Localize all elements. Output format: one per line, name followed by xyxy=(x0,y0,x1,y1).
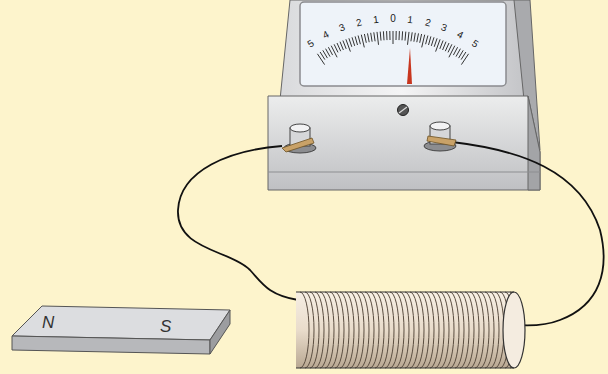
scale-number: 3 xyxy=(440,22,449,33)
wire-lug xyxy=(427,136,456,146)
scale-number: 5 xyxy=(470,38,480,49)
coil-edge xyxy=(296,292,514,293)
magnet-front xyxy=(12,336,210,354)
pole-label: S xyxy=(160,318,171,335)
adjust-screw xyxy=(398,105,409,116)
scale-number: 0 xyxy=(390,14,396,24)
base-edge xyxy=(268,172,540,173)
scale-number: 1 xyxy=(407,15,414,26)
meter-base-side xyxy=(528,96,540,190)
coil-end xyxy=(503,292,525,368)
magnet-outline xyxy=(10,304,232,358)
coil-turns xyxy=(300,292,519,368)
scale-number: 1 xyxy=(372,15,379,26)
wire xyxy=(178,146,298,300)
meter-needle xyxy=(407,48,412,84)
screw-slot xyxy=(399,107,407,113)
scale-number: 4 xyxy=(455,29,464,40)
terminal-cap xyxy=(290,124,310,132)
scale-number: 5 xyxy=(306,38,316,49)
scale-number: 2 xyxy=(355,18,363,29)
bar-magnet: NS xyxy=(10,304,232,358)
meter-body xyxy=(280,0,524,100)
scale-number: 4 xyxy=(321,29,330,40)
wire-lug xyxy=(282,138,314,152)
meter-base xyxy=(268,96,540,190)
scale-ticks xyxy=(317,31,468,65)
magnet-side xyxy=(210,310,230,354)
meter-face xyxy=(300,2,506,86)
pole-label: N xyxy=(42,314,54,331)
magnet-top xyxy=(12,306,230,340)
terminal-cap xyxy=(430,122,450,130)
scale-number: 2 xyxy=(424,18,432,29)
coil-edge xyxy=(296,368,514,369)
scale-number: 3 xyxy=(337,22,346,33)
